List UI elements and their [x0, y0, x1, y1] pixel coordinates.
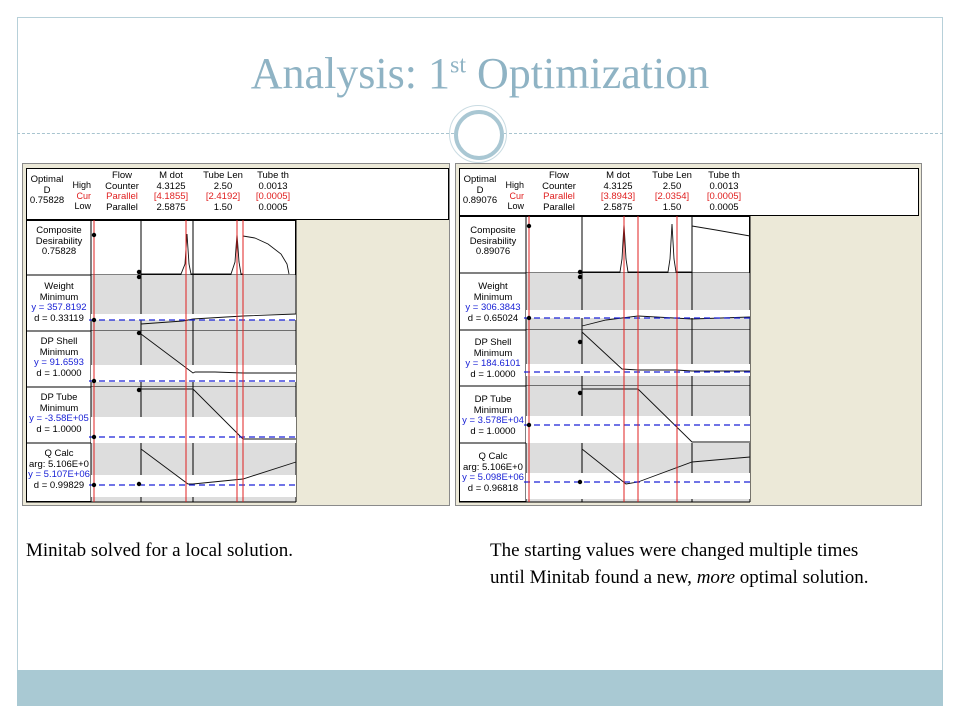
point-marker: [577, 479, 583, 485]
slide-title: Analysis: 1st Optimization: [250, 49, 710, 98]
row-white-strip: [91, 365, 296, 382]
title-divider-right: [504, 133, 943, 134]
point-marker: [91, 434, 97, 440]
point-marker: [577, 274, 583, 280]
response-trace: [141, 233, 243, 275]
caption-right: The starting values were changed multipl…: [490, 540, 869, 588]
point-marker: [91, 482, 97, 488]
response-trace: [582, 223, 692, 273]
caption-left: Minitab solved for a local solution.: [26, 540, 294, 561]
response-trace: [581, 331, 750, 372]
point-marker: [136, 481, 142, 487]
row-white-strip: [91, 314, 296, 320]
point-marker: [526, 315, 532, 321]
response-traces-left: [26, 220, 297, 503]
point-marker: [91, 232, 97, 238]
point-marker: [526, 422, 532, 428]
point-marker: [91, 317, 97, 323]
point-marker: [91, 378, 97, 384]
point-marker: [577, 339, 583, 345]
response-trace: [140, 313, 297, 325]
title-divider-left: [17, 133, 454, 134]
point-marker: [577, 269, 583, 275]
point-marker: [526, 223, 532, 229]
ring-ornament-icon: [449, 105, 507, 163]
response-trace: [141, 388, 296, 440]
response-trace: [242, 235, 290, 275]
response-trace: [140, 333, 296, 374]
response-traces-right: [459, 216, 751, 503]
point-marker: [136, 387, 142, 393]
point-marker: [577, 390, 583, 396]
point-marker: [136, 330, 142, 336]
point-marker: [136, 269, 142, 275]
response-trace: [140, 448, 297, 485]
response-trace: [582, 388, 750, 443]
row-white-strip: [91, 475, 296, 497]
footer-bar: [17, 670, 943, 706]
response-trace: [691, 225, 751, 237]
point-marker: [136, 274, 142, 280]
